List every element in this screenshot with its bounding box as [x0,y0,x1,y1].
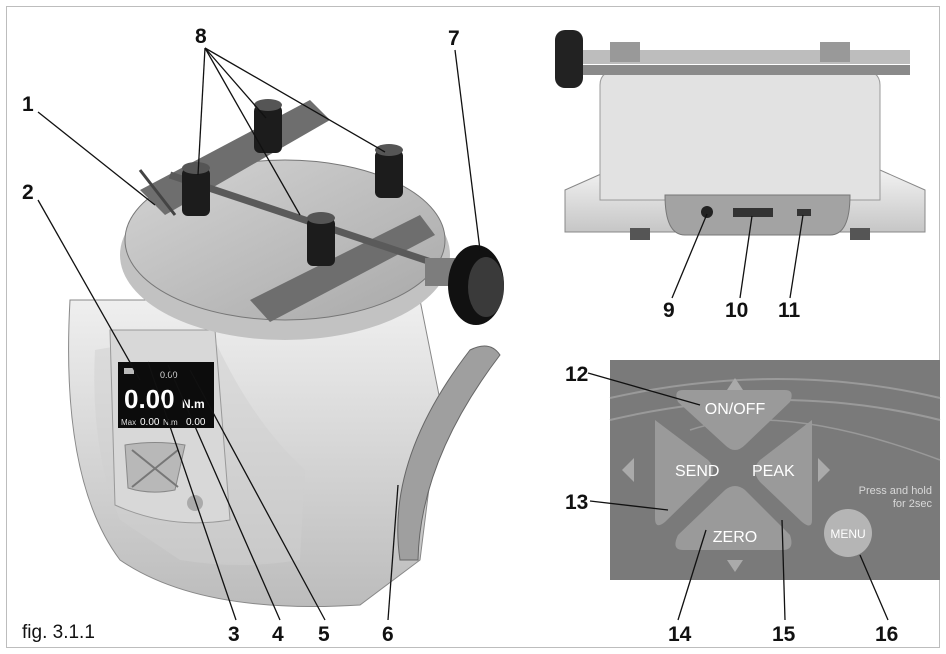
leader-lines-back [671,213,804,299]
key-zero-label: ZERO [713,529,757,546]
clamp-knob [425,245,504,325]
lcd-sub-left: 0.00 [140,417,160,428]
callout-12: 12 [565,363,589,386]
on-off-key[interactable] [676,390,792,450]
callout-7: 7 [448,27,460,50]
callout-10: 10 [725,299,749,322]
callout-16: 16 [875,623,899,646]
lcd-sub-right: 0.00 [186,417,206,428]
callout-1: 1 [22,93,34,116]
leader-lines-keypad [587,372,889,621]
arrow-up-icon [727,378,743,390]
arrow-down-icon [727,560,743,572]
hint-line-2: for 2sec [893,498,933,510]
arrow-right-icon [818,458,830,482]
hint-line-1: Press and hold [859,485,932,497]
figure-frame [6,6,940,648]
callout-13: 13 [565,491,589,514]
callout-4: 4 [272,623,284,646]
key-on-off-label: ON/OFF [705,401,766,418]
lcd-main-reading: 0.00 [124,384,175,414]
arrow-left-icon [622,458,634,482]
menu-key[interactable] [824,509,872,557]
key-menu-label: MENU [830,527,865,541]
lcd-main-unit: N.m [182,397,205,411]
callout-14: 14 [668,623,692,646]
callout-6: 6 [382,623,394,646]
callout-3: 3 [228,623,240,646]
send-key[interactable] [655,420,713,526]
key-peak-label: PEAK [752,463,795,480]
leader-lines-left [37,47,481,621]
callout-11: 11 [778,299,801,322]
clamp-posts [182,99,403,266]
carry-handle [397,345,501,561]
figure-caption: fig. 3.1.1 [22,622,95,643]
tester-back-view [555,30,926,240]
lcd-display: 0.00 0.00 N.m Max 0.00 N.m 0.00 [118,362,214,428]
callout-8: 8 [195,25,207,48]
callout-2: 2 [22,181,34,204]
front-keys [124,442,203,511]
peak-key[interactable] [755,420,812,526]
callout-9: 9 [663,299,675,322]
lcd-sub-left-unit: N.m [163,418,178,427]
key-send-label: SEND [675,463,719,480]
lcd-max-label: Max [121,418,136,427]
callout-15: 15 [772,623,796,646]
callout-5: 5 [318,623,330,646]
lcd-header: 0.00 [160,370,178,380]
